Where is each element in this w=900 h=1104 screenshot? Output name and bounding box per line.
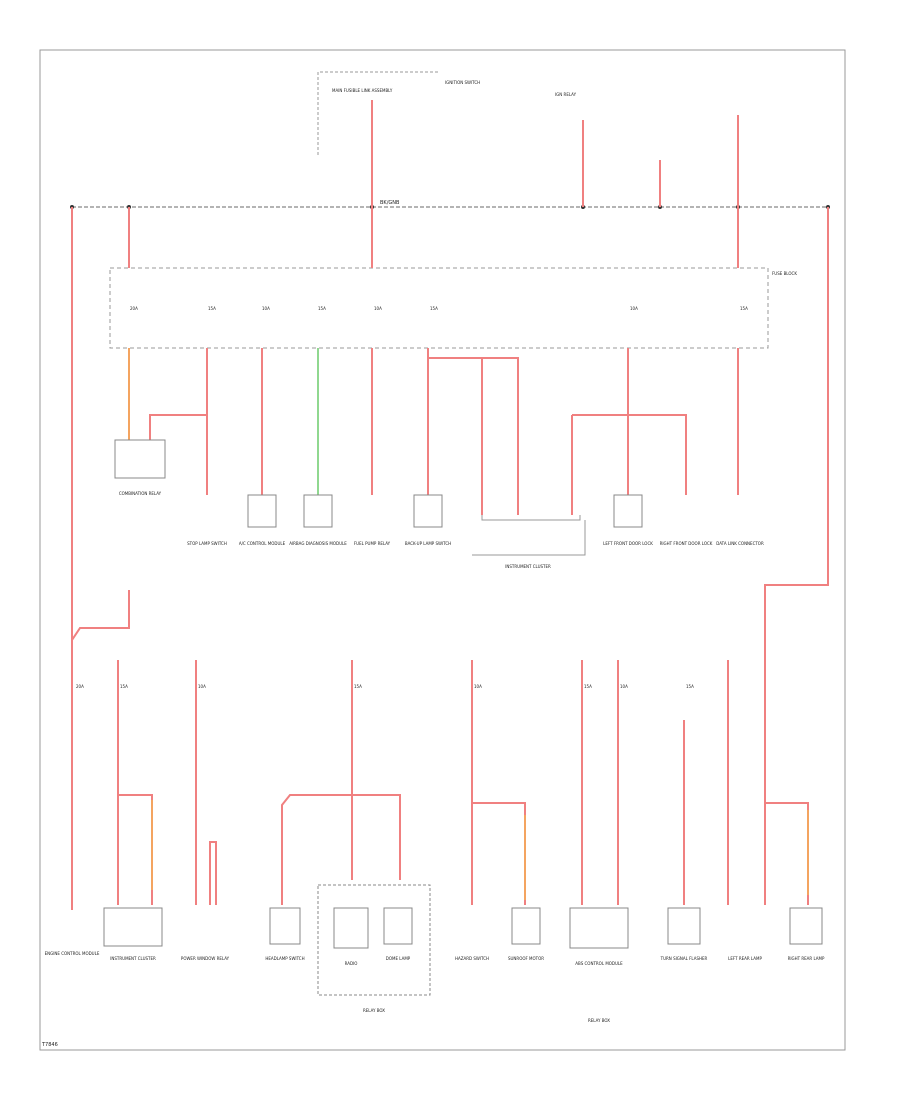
component-label: LEFT REAR LAMP: [728, 956, 762, 961]
lower-fuse-labels: 20A 15A 10A 15A 10A 15A 10A 15A: [76, 684, 694, 689]
fuse-label: 20A: [76, 684, 84, 689]
orange-segments: [151, 800, 809, 900]
fuse-label: 15A: [208, 306, 216, 311]
component-label: ENGINE CONTROL MODULE: [45, 951, 100, 956]
relay-box-note: RELAY BOX: [363, 1008, 385, 1013]
component-label: BACK-UP LAMP SWITCH: [405, 541, 451, 546]
fuse-label: 10A: [620, 684, 628, 689]
component-label: AIRBAG DIAGNOSIS MODULE: [289, 541, 347, 546]
main-fuse-label: MAIN FUSIBLE LINK ASSEMBLY: [332, 88, 393, 93]
component-label: STOP LAMP SWITCH: [187, 541, 227, 546]
component-label: INSTRUMENT CLUSTER: [110, 956, 156, 961]
component-label: TURN SIGNAL FLASHER: [660, 956, 708, 961]
upper-wires: [128, 207, 739, 515]
ign-relay-label: IGN RELAY: [555, 92, 577, 97]
component-label: RIGHT FRONT DOOR LOCK: [660, 541, 713, 546]
page-code: T7846: [41, 1042, 58, 1048]
lower-component-boxes: [103, 884, 823, 996]
fuse-label: 10A: [198, 684, 206, 689]
component-label: RADIO: [345, 961, 358, 966]
source-box: [317, 71, 438, 155]
bus-label: BK/GNB: [380, 200, 400, 206]
diagram-frame: [39, 49, 846, 1051]
ign-switch-label: IGNITION SWITCH: [445, 80, 480, 85]
fuse-label: 15A: [686, 684, 694, 689]
fuse-label: 15A: [584, 684, 592, 689]
splice-line: [472, 520, 586, 556]
splice-box: [481, 515, 581, 521]
fuse-label: 15A: [430, 306, 438, 311]
fuse-label: 15A: [354, 684, 362, 689]
component-label: ABS CONTROL MODULE: [575, 961, 623, 966]
fuse-labels: 20A 15A 10A 15A 10A 15A 10A 15A: [130, 306, 748, 311]
component-label: HEADLAMP SWITCH: [265, 956, 304, 961]
fuse-label: 10A: [374, 306, 382, 311]
component-label: A/C CONTROL MODULE: [239, 541, 286, 546]
upper-component-boxes: [114, 439, 643, 528]
component-label: LEFT FRONT DOOR LOCK: [603, 541, 653, 546]
component-label: DOME LAMP: [386, 956, 411, 961]
component-label: SUNROOF MOTOR: [508, 956, 544, 961]
component-label: HAZARD SWITCH: [455, 956, 489, 961]
fuse-label: 15A: [120, 684, 128, 689]
bottom-notes: RELAY BOX RELAY BOX: [363, 1008, 610, 1023]
upper-component-labels: COMBINATION RELAY STOP LAMP SWITCH A/C C…: [119, 491, 764, 569]
right-feed: [764, 207, 829, 660]
fuse-block-label: FUSE BLOCK: [772, 271, 797, 276]
lower-component-labels: ENGINE CONTROL MODULE INSTRUMENT CLUSTER…: [45, 951, 825, 966]
fuse-label: 10A: [630, 306, 638, 311]
relay-box-note: RELAY BOX: [588, 1018, 610, 1023]
lower-wires: [117, 660, 809, 905]
component-label: POWER WINDOW RELAY: [181, 956, 230, 961]
fuse-label: 10A: [474, 684, 482, 689]
fuse-label: 10A: [262, 306, 270, 311]
fuse-label: 15A: [740, 306, 748, 311]
component-label: DATA LINK CONNECTOR: [716, 541, 764, 546]
fuse-label: 20A: [130, 306, 138, 311]
component-label: FUEL PUMP RELAY: [354, 541, 391, 546]
top-feeds: [371, 100, 739, 207]
component-label: COMBINATION RELAY: [119, 491, 162, 496]
left-feed: [71, 207, 130, 910]
component-label: INSTRUMENT CLUSTER: [505, 564, 551, 569]
component-label: RIGHT REAR LAMP: [788, 956, 825, 961]
fuse-label: 15A: [318, 306, 326, 311]
fuse-block: [109, 267, 769, 349]
